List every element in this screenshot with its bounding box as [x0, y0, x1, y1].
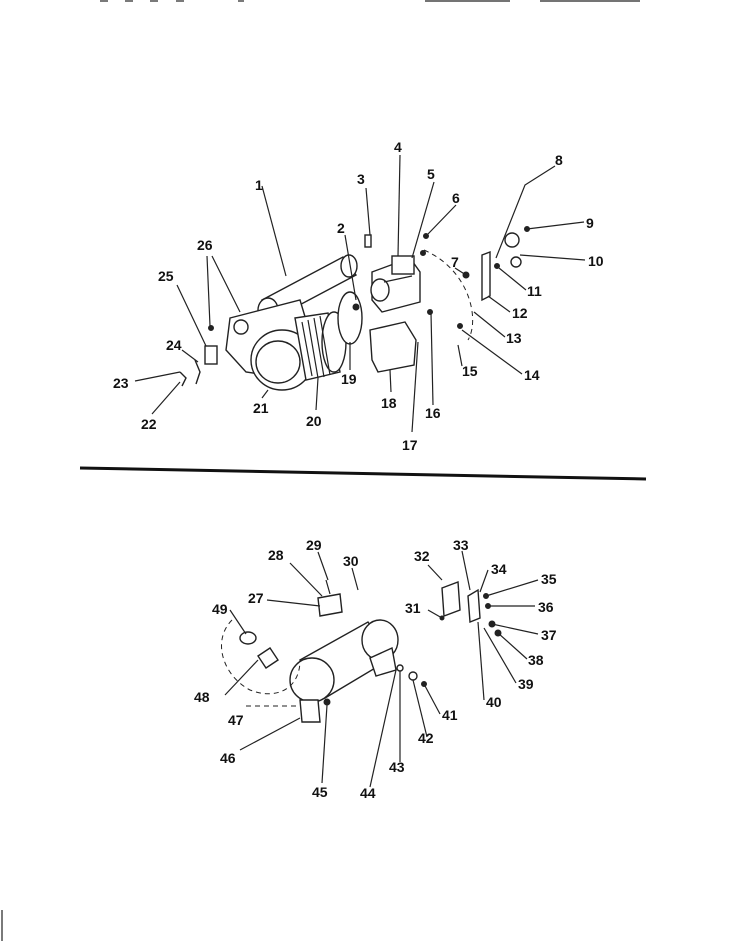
- clip-bracket: [467, 588, 481, 624]
- callout-44: 44: [360, 785, 376, 801]
- callout-20: 20: [306, 413, 322, 429]
- switch-bracket: [481, 250, 491, 302]
- drum-support: [299, 699, 321, 723]
- callout-26: 26: [197, 237, 213, 253]
- callout-49: 49: [212, 601, 228, 617]
- drive-motor: [370, 255, 421, 313]
- housing-hole: [233, 319, 249, 335]
- callout-42: 42: [418, 730, 434, 746]
- callout-28: 28: [268, 547, 284, 563]
- upper-callout-labels: 1 2 3 4 5 6 7 8 9 10 11 12 13 14 15 16 1…: [113, 139, 604, 453]
- callout-6: 6: [452, 190, 460, 206]
- callout-13: 13: [506, 330, 522, 346]
- callout-2: 2: [337, 220, 345, 236]
- callout-40: 40: [486, 694, 502, 710]
- callout-41: 41: [442, 707, 458, 723]
- blower-plate: [337, 291, 363, 345]
- callout-17: 17: [402, 437, 418, 453]
- callout-1: 1: [255, 177, 263, 193]
- lower-leader-lines: [224, 550, 539, 788]
- callout-35: 35: [541, 571, 557, 587]
- callout-38: 38: [528, 652, 544, 668]
- callout-22: 22: [141, 416, 157, 432]
- callout-8: 8: [555, 152, 563, 168]
- callout-31: 31: [405, 600, 421, 616]
- callout-9: 9: [586, 215, 594, 231]
- callout-27: 27: [248, 590, 264, 606]
- callout-43: 43: [389, 759, 405, 775]
- callout-11: 11: [527, 283, 542, 299]
- lower-assembly: 27 28 29 30 31 32 33 34 35 36 37 38 39 4…: [194, 537, 557, 801]
- callout-5: 5: [427, 166, 435, 182]
- callout-46: 46: [220, 750, 236, 766]
- drive-belt: [423, 249, 474, 341]
- upper-leader-lines: [134, 154, 586, 433]
- callout-24: 24: [166, 337, 182, 353]
- upper-assembly: 1 2 3 4 5 6 7 8 9 10 11 12 13 14 15 16 1…: [113, 139, 604, 453]
- side-bracket: [441, 581, 461, 617]
- callout-4: 4: [394, 139, 402, 155]
- top-bracket: [317, 593, 343, 617]
- callout-45: 45: [312, 784, 328, 800]
- callout-48: 48: [194, 689, 210, 705]
- callout-21: 21: [253, 400, 269, 416]
- callout-33: 33: [453, 537, 469, 553]
- callout-39: 39: [518, 676, 534, 692]
- callout-36: 36: [538, 599, 554, 615]
- callout-10: 10: [588, 253, 604, 269]
- lower-callout-labels: 27 28 29 30 31 32 33 34 35 36 37 38 39 4…: [194, 537, 557, 801]
- drum: [289, 619, 399, 703]
- front-panel-outline: [221, 619, 301, 695]
- section-divider: [79, 466, 647, 481]
- callout-23: 23: [113, 375, 129, 391]
- callout-15: 15: [462, 363, 478, 379]
- callout-47: 47: [228, 712, 244, 728]
- callout-19: 19: [341, 371, 357, 387]
- idler-pulley-2: [510, 256, 522, 268]
- blower-housing: [250, 329, 314, 391]
- callout-29: 29: [306, 537, 322, 553]
- callout-16: 16: [425, 405, 441, 421]
- rear-seal: [257, 647, 279, 669]
- callout-25: 25: [158, 268, 174, 284]
- callout-7: 7: [451, 254, 459, 270]
- callout-30: 30: [343, 553, 359, 569]
- callout-34: 34: [491, 561, 507, 577]
- callout-37: 37: [541, 627, 557, 643]
- callout-14: 14: [524, 367, 540, 383]
- callout-18: 18: [381, 395, 397, 411]
- drum-bearing: [239, 631, 257, 645]
- idler-pulley: [504, 232, 520, 248]
- callout-32: 32: [414, 548, 430, 564]
- set-screw: [352, 303, 360, 311]
- motor-mount-bracket: [369, 321, 417, 373]
- callout-3: 3: [357, 171, 365, 187]
- callout-12: 12: [512, 305, 528, 321]
